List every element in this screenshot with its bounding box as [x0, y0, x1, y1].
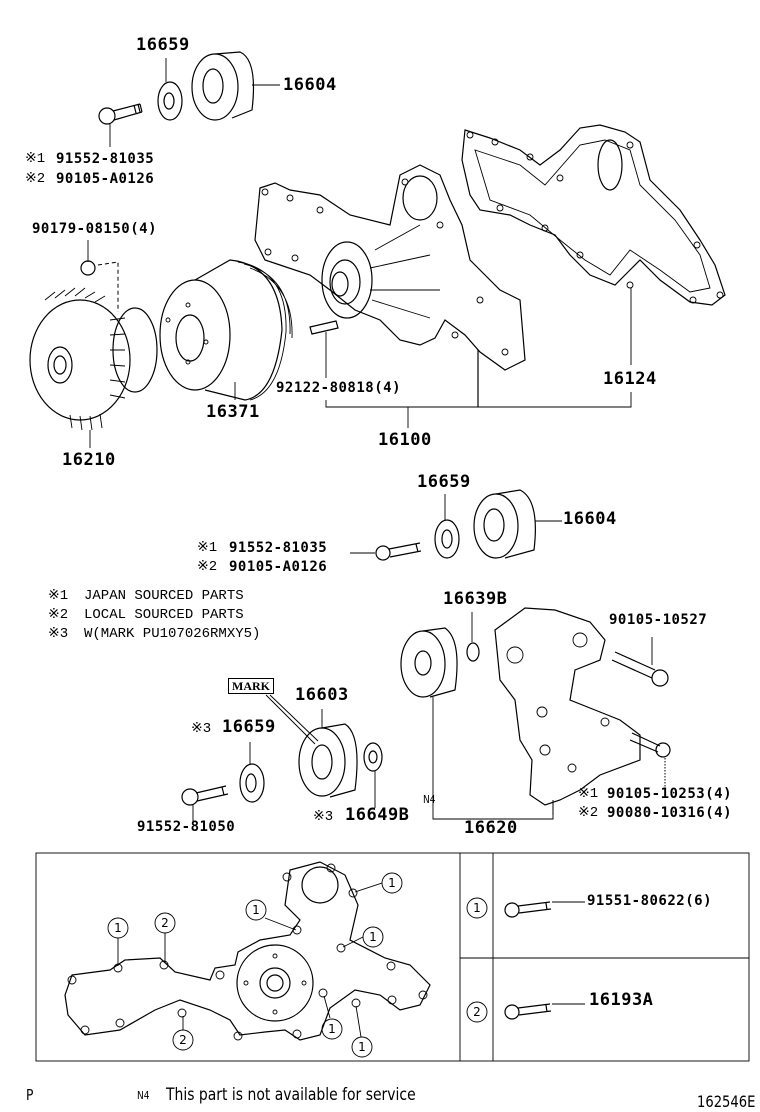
- label-tensioner-washer: 16639B: [443, 589, 508, 609]
- pump-callout: 1: [107, 917, 129, 939]
- water-pump-gasket: [461, 124, 726, 365]
- label-upper-bolt-mark2: ※2: [25, 171, 46, 187]
- label-lower-plate-mark: ※3: [313, 809, 334, 825]
- legend-text-2: LOCAL SOURCED PARTS: [84, 607, 244, 623]
- lower-idler-pulley: [265, 694, 358, 798]
- mid-idler-washer: [434, 494, 460, 559]
- lower-idler-plate: [363, 742, 383, 808]
- pump-callout: 1: [351, 1036, 373, 1058]
- label-tensioner-lower-bolt-part1: 90105-10253(4): [607, 786, 733, 802]
- label-tensioner-lower-bolt-mark2: ※2: [578, 805, 599, 821]
- label-tensioner-lower-bolt-mark1: ※1: [578, 786, 599, 802]
- tensioner-lower-bolt: [629, 732, 671, 787]
- water-pump: [254, 164, 526, 371]
- svg-text:2: 2: [473, 1005, 481, 1019]
- svg-text:1: 1: [358, 1040, 366, 1054]
- fan-pulley: [159, 259, 293, 401]
- label-water-pump-assy: 16100: [378, 430, 432, 450]
- inset-bolt-1: [504, 901, 585, 918]
- water-pump-assy-bracket: [325, 350, 632, 428]
- fan-clutch: [29, 287, 158, 448]
- svg-text:2: 2: [161, 916, 169, 930]
- tensioner-pulley: [400, 627, 458, 815]
- label-lower-washer: 16659: [222, 717, 276, 737]
- label-upper-bolt-part2: 90105-A0126: [56, 171, 155, 187]
- label-tensioner-assy: 16620: [464, 818, 518, 838]
- inset-bolt-2: [504, 1003, 585, 1020]
- svg-text:1: 1: [114, 921, 122, 935]
- upper-idler-washer: [157, 58, 183, 121]
- tensioner-upper-bolt: [611, 637, 669, 687]
- footnote-text: This part is not available for service: [166, 1085, 416, 1105]
- legend-mark-1: ※1: [48, 588, 69, 604]
- label-mid-bolt-part2: 90105-A0126: [229, 559, 328, 575]
- label-mid-pulley: 16604: [563, 509, 617, 529]
- svg-text:2: 2: [179, 1033, 187, 1047]
- upper-idler-bolt: [98, 103, 143, 147]
- label-lower-pulley: 16603: [295, 685, 349, 705]
- label-lower-bolt: 91552-81050: [137, 819, 236, 835]
- bolt-location-inset: [35, 852, 750, 1062]
- footnote-tag: N4: [137, 1089, 150, 1102]
- table-callout-2: 2: [466, 1001, 488, 1023]
- label-water-pump-stud: 92122-80818(4): [276, 380, 402, 396]
- pump-callout: 1: [245, 899, 267, 921]
- label-tensioner-lower-bolt-part2: 90080-10316(4): [607, 805, 733, 821]
- legend-mark-3: ※3: [48, 626, 69, 642]
- table-callout-1: 1: [466, 897, 488, 919]
- mid-idler-pulley: [473, 489, 562, 559]
- tensioner-bracket: [494, 607, 641, 815]
- label-mid-bolt-mark1: ※1: [197, 540, 218, 556]
- svg-text:1: 1: [388, 876, 396, 890]
- label-inset-bolt-1: 91551-80622(6): [587, 893, 713, 909]
- legend-text-3: W(MARK PU107026RMXY5): [84, 626, 261, 642]
- label-fan-nut: 90179-08150(4): [32, 221, 158, 237]
- lower-idler-washer: [239, 742, 265, 803]
- label-fan-pulley: 16371: [206, 402, 260, 422]
- lower-idler-bolt: [181, 785, 229, 822]
- tensioner-washer: [466, 612, 480, 662]
- label-upper-bolt-mark1: ※1: [25, 151, 46, 167]
- pump-callout: 2: [154, 912, 176, 934]
- upper-idler-pulley: [191, 51, 280, 121]
- label-upper-washer: 16659: [136, 35, 190, 55]
- label-inset-bolt-2: 16193A: [589, 990, 654, 1010]
- label-mid-bolt-mark2: ※2: [197, 559, 218, 575]
- label-fan-clutch: 16210: [62, 450, 116, 470]
- legend-text-1: JAPAN SOURCED PARTS: [84, 588, 244, 604]
- label-mid-washer: 16659: [417, 472, 471, 492]
- water-pump-stud: [309, 320, 339, 378]
- svg-text:1: 1: [473, 901, 481, 915]
- label-water-pump-gasket: 16124: [603, 369, 657, 389]
- label-mid-bolt-part1: 91552-81035: [229, 540, 328, 556]
- svg-text:1: 1: [252, 903, 260, 917]
- pump-callout: 1: [362, 926, 384, 948]
- page-marker: P: [26, 1086, 34, 1104]
- svg-text:1: 1: [369, 930, 377, 944]
- label-tensioner-upper-bolt: 90105-10527: [609, 612, 708, 628]
- label-lower-plate: 16649B: [345, 805, 410, 825]
- label-upper-bolt-part1: 91552-81035: [56, 151, 155, 167]
- callout-circles: 1 2 1 2 1 1 1 1 2 1: [107, 872, 488, 1058]
- mid-idler-bolt: [350, 542, 422, 561]
- label-n4-tag: N4: [423, 793, 436, 806]
- pump-callout: 1: [321, 1018, 343, 1040]
- pump-callout: 1: [381, 872, 403, 894]
- svg-text:1: 1: [328, 1022, 336, 1036]
- tensioner-assy-bracket: [432, 800, 554, 820]
- mark-box: MARK: [228, 678, 274, 694]
- legend-mark-2: ※2: [48, 607, 69, 623]
- pump-callout: 2: [172, 1029, 194, 1051]
- label-lower-washer-mark: ※3: [191, 721, 212, 737]
- fan-nut: [80, 240, 119, 312]
- label-upper-pulley: 16604: [283, 75, 337, 95]
- illustration-code: 162546E: [697, 1092, 756, 1111]
